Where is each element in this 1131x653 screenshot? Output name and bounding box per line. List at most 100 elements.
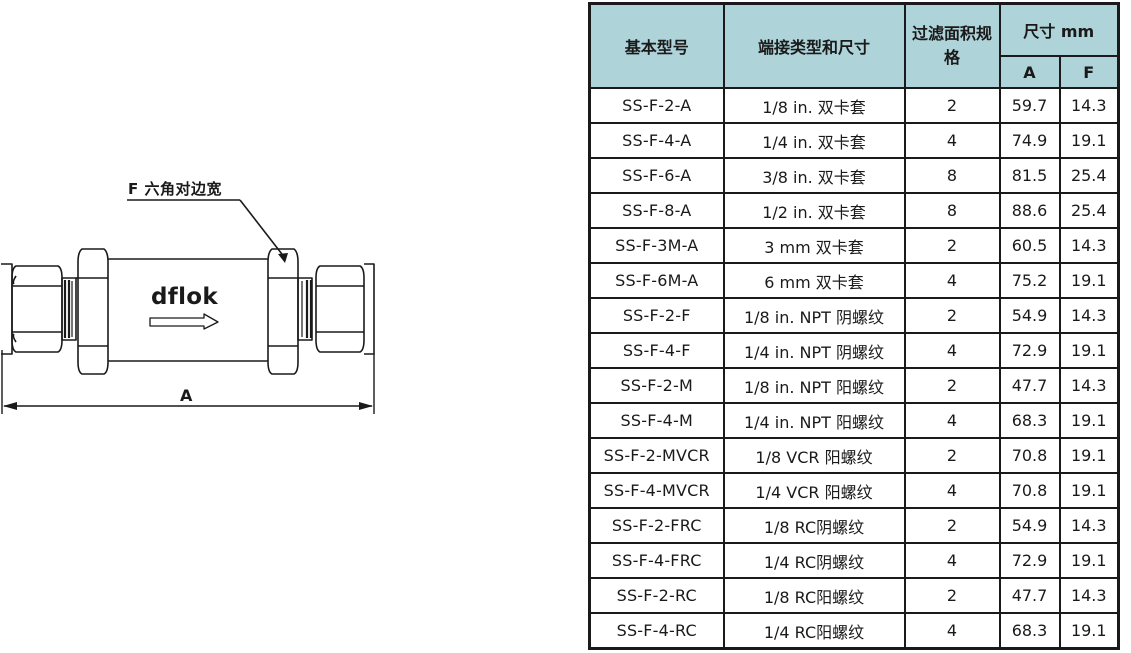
header-connection: 端接类型和尺寸 xyxy=(722,2,906,89)
cell-f: 19.1 xyxy=(1058,472,1120,509)
cell-conn: 1/8 RC阳螺纹 xyxy=(722,577,906,614)
cell-model: SS-F-6M-A xyxy=(588,262,725,299)
cell-a: 74.9 xyxy=(998,122,1061,159)
hex-flat-width-label: F 六角对边宽 xyxy=(128,180,222,198)
cell-conn: 1/4 RC阴螺纹 xyxy=(722,542,906,579)
cell-a: 68.3 xyxy=(998,402,1061,439)
cell-model: SS-F-2-M xyxy=(588,367,725,404)
cell-conn: 3 mm 双卡套 xyxy=(722,227,906,264)
cell-f: 14.3 xyxy=(1058,227,1120,264)
right-thread xyxy=(297,277,313,341)
cell-f: 14.3 xyxy=(1058,297,1120,334)
flow-arrow-icon xyxy=(149,313,219,330)
cell-a: 70.8 xyxy=(998,437,1061,474)
inline-filter-drawing xyxy=(1,199,375,414)
header-model: 基本型号 xyxy=(588,2,725,89)
cell-model: SS-F-4-FRC xyxy=(588,542,725,579)
cell-model: SS-F-4-F xyxy=(588,332,725,369)
cell-model: SS-F-3M-A xyxy=(588,227,725,264)
cell-model: SS-F-4-A xyxy=(588,122,725,159)
cell-f: 25.4 xyxy=(1058,157,1120,194)
right-nut-icon xyxy=(315,265,365,353)
cell-conn: 1/4 in. 双卡套 xyxy=(722,122,906,159)
cell-a: 72.9 xyxy=(998,332,1061,369)
cell-conn: 1/8 in. 双卡套 xyxy=(722,87,906,124)
cell-f: 14.3 xyxy=(1058,507,1120,544)
cell-filter: 8 xyxy=(903,157,1001,194)
cell-conn: 1/8 RC阴螺纹 xyxy=(722,507,906,544)
cell-a: 68.3 xyxy=(998,612,1061,650)
cell-filter: 2 xyxy=(903,297,1001,334)
cell-a: 54.9 xyxy=(998,297,1061,334)
dimension-a xyxy=(1,350,375,414)
brand-logo-text: dflok xyxy=(151,284,218,310)
cell-model: SS-F-2-RC xyxy=(588,577,725,614)
cell-f: 19.1 xyxy=(1058,262,1120,299)
left-nut-icon xyxy=(11,265,63,353)
header-filter-area-text: 过滤面积规格 xyxy=(912,24,993,67)
cell-conn: 1/4 RC阳螺纹 xyxy=(722,612,906,650)
cell-model: SS-F-2-F xyxy=(588,297,725,334)
cell-model: SS-F-4-MVCR xyxy=(588,472,725,509)
cell-filter: 2 xyxy=(903,87,1001,124)
cell-f: 19.1 xyxy=(1058,612,1120,650)
cell-a: 59.7 xyxy=(998,87,1061,124)
cell-conn: 1/2 in. 双卡套 xyxy=(722,192,906,229)
header-filter-area: 过滤面积规格 xyxy=(903,2,1001,89)
cell-conn: 1/8 in. NPT 阴螺纹 xyxy=(722,297,906,334)
cell-filter: 4 xyxy=(903,122,1001,159)
cell-f: 25.4 xyxy=(1058,192,1120,229)
cell-conn: 3/8 in. 双卡套 xyxy=(722,157,906,194)
cell-f: 14.3 xyxy=(1058,367,1120,404)
cell-filter: 4 xyxy=(903,472,1001,509)
cell-f: 19.1 xyxy=(1058,332,1120,369)
cell-model: SS-F-8-A xyxy=(588,192,725,229)
cell-f: 19.1 xyxy=(1058,542,1120,579)
cell-model: SS-F-2-MVCR xyxy=(588,437,725,474)
cell-filter: 4 xyxy=(903,262,1001,299)
cell-conn: 1/4 in. NPT 阳螺纹 xyxy=(722,402,906,439)
cell-f: 19.1 xyxy=(1058,437,1120,474)
cell-a: 70.8 xyxy=(998,472,1061,509)
cell-f: 14.3 xyxy=(1058,577,1120,614)
cell-conn: 1/4 VCR 阳螺纹 xyxy=(722,472,906,509)
cell-a: 60.5 xyxy=(998,227,1061,264)
cell-f: 14.3 xyxy=(1058,87,1120,124)
cell-filter: 8 xyxy=(903,192,1001,229)
cell-a: 47.7 xyxy=(998,577,1061,614)
cell-filter: 4 xyxy=(903,542,1001,579)
cell-f: 19.1 xyxy=(1058,402,1120,439)
cell-a: 47.7 xyxy=(998,367,1061,404)
cell-a: 88.6 xyxy=(998,192,1061,229)
cell-filter: 2 xyxy=(903,577,1001,614)
cell-filter: 4 xyxy=(903,402,1001,439)
cell-conn: 1/8 in. NPT 阳螺纹 xyxy=(722,367,906,404)
filter-body xyxy=(108,258,268,362)
cell-a: 75.2 xyxy=(998,262,1061,299)
cell-model: SS-F-2-FRC xyxy=(588,507,725,544)
cell-filter: 2 xyxy=(903,507,1001,544)
cell-filter: 4 xyxy=(903,612,1001,650)
cell-conn: 6 mm 双卡套 xyxy=(722,262,906,299)
cell-a: 54.9 xyxy=(998,507,1061,544)
header-dimensions: 尺寸 mm xyxy=(998,2,1120,57)
cell-conn: 1/4 in. NPT 阴螺纹 xyxy=(722,332,906,369)
cell-a: 72.9 xyxy=(998,542,1061,579)
cell-model: SS-F-2-A xyxy=(588,87,725,124)
cell-conn: 1/8 VCR 阳螺纹 xyxy=(722,437,906,474)
cell-model: SS-F-4-RC xyxy=(588,612,725,650)
